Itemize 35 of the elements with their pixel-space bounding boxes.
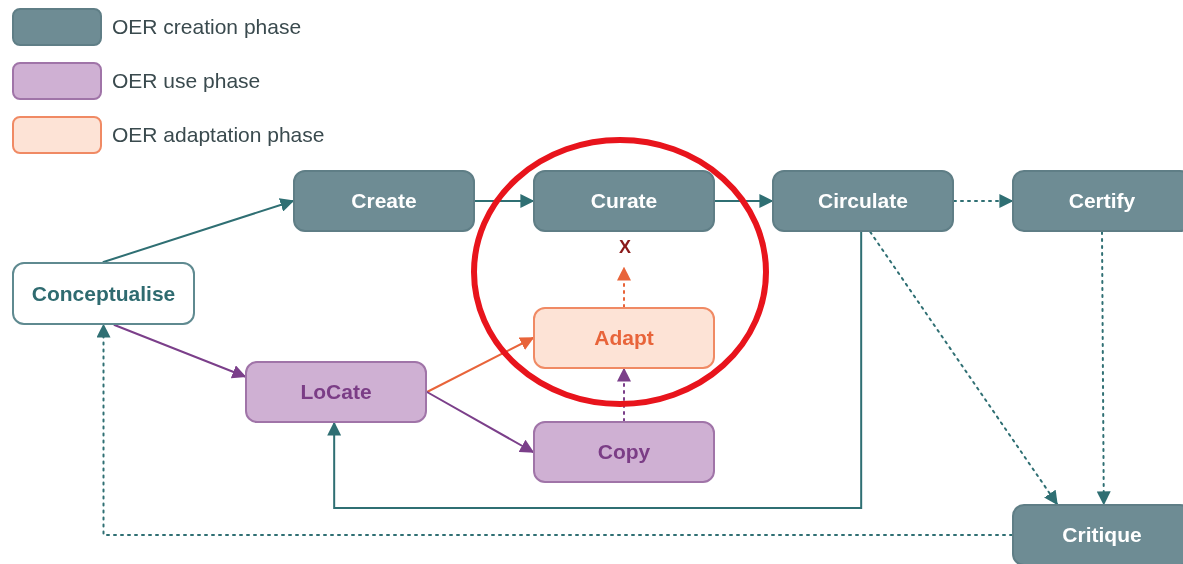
box-label: Curate bbox=[590, 189, 658, 213]
box-label: Create bbox=[351, 189, 417, 213]
box-label: Copy bbox=[597, 440, 651, 464]
arrow bbox=[96, 323, 1013, 536]
box-label: Circulate bbox=[818, 189, 908, 213]
arrow bbox=[426, 337, 535, 393]
legend-label: OER adaptation phase bbox=[112, 123, 325, 147]
legend-label: OER creation phase bbox=[112, 15, 302, 39]
process-box bbox=[772, 170, 954, 232]
arrow bbox=[617, 367, 631, 422]
legend-label: OER use phase bbox=[112, 69, 261, 93]
process-box bbox=[533, 307, 715, 369]
box-label: Conceptualise bbox=[31, 281, 176, 306]
process-box bbox=[12, 262, 195, 325]
arrow bbox=[1096, 231, 1111, 506]
process-box bbox=[533, 170, 715, 232]
arrow bbox=[426, 391, 535, 453]
process-box bbox=[293, 170, 475, 232]
arrow bbox=[102, 198, 295, 263]
process-box bbox=[1012, 170, 1183, 232]
process-box bbox=[533, 421, 715, 483]
process-box bbox=[245, 361, 427, 423]
arrow bbox=[474, 194, 535, 208]
process-box bbox=[1012, 504, 1183, 564]
arrow bbox=[714, 194, 774, 208]
box-label: Adapt bbox=[594, 326, 654, 350]
box-label: Certify bbox=[1068, 189, 1136, 213]
arrow bbox=[113, 324, 247, 379]
arrow bbox=[953, 194, 1014, 208]
arrow bbox=[327, 231, 863, 509]
box-label: Critique bbox=[1062, 523, 1142, 547]
arrow bbox=[617, 266, 631, 308]
arrow bbox=[869, 231, 1058, 506]
edge-label: X bbox=[618, 238, 632, 256]
box-label: LoCate bbox=[300, 380, 372, 404]
